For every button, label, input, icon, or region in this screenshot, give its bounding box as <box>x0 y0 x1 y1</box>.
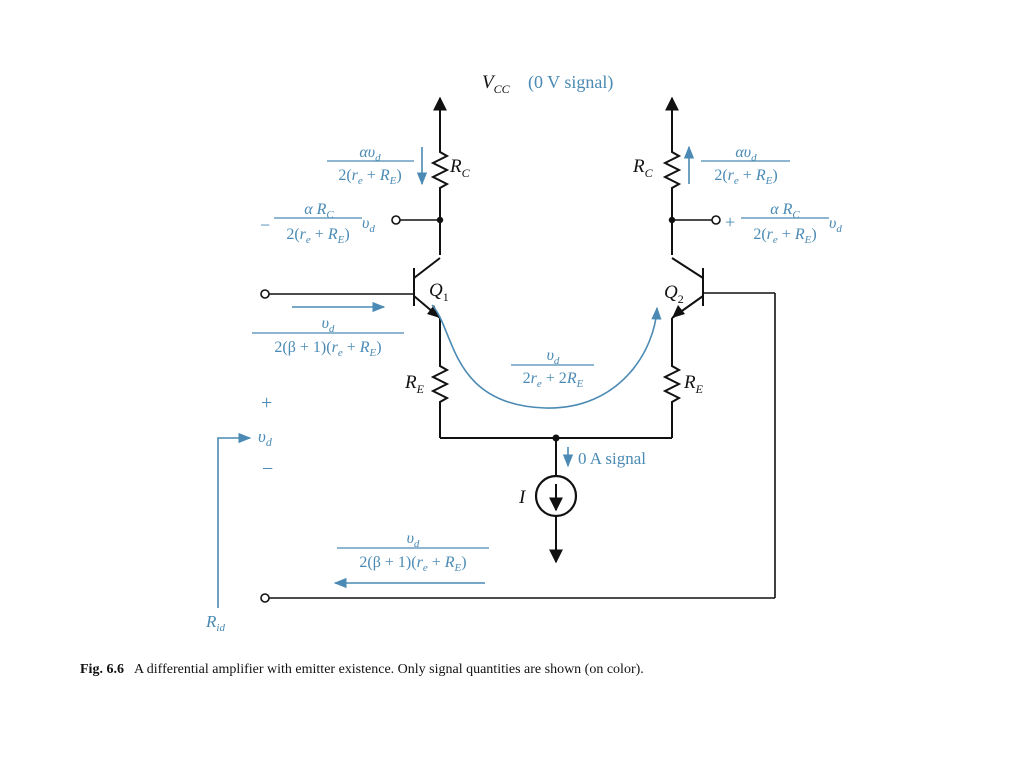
svg-text:α RC: α RC <box>304 201 334 221</box>
re-right-resistor <box>662 364 682 404</box>
input-terminal-bottom <box>260 593 270 603</box>
caption-text: A differential amplifier with emitter ex… <box>133 662 644 677</box>
svg-text:2re + 2RE: 2re + 2RE <box>523 370 584 390</box>
current-source-signal: 0 A signal <box>562 447 646 468</box>
output-voltage-right: + α RC 2(re + RE) υd <box>725 201 842 246</box>
base-current-bottom: υd 2(β + 1)(re + RE) <box>333 530 489 589</box>
svg-text:2(β + 1)(re + RE): 2(β + 1)(re + RE) <box>274 339 381 359</box>
re-left-label: RE <box>404 372 425 396</box>
svg-text:α RC: α RC <box>770 201 800 221</box>
collector-current-left: αυd 2(re + RE) <box>327 144 428 187</box>
q2-transistor <box>671 257 704 319</box>
figure-label: Fig. 6.6 <box>80 662 124 677</box>
svg-text:υd: υd <box>362 215 375 235</box>
q1-transistor <box>413 257 441 319</box>
rc-right-resistor <box>662 150 682 190</box>
svg-text:υd: υd <box>547 347 560 367</box>
rc-right-label: RC <box>632 156 654 180</box>
output-voltage-left: − α RC 2(re + RE) υd <box>260 201 375 246</box>
emitter-current: υd 2re + 2RE <box>431 304 662 409</box>
rc-left-resistor <box>430 150 450 190</box>
base-current-top: υd 2(β + 1)(re + RE) <box>252 301 404 359</box>
vcc-signal-note: (0 V signal) <box>528 72 613 93</box>
svg-text:2(β + 1)(re + RE): 2(β + 1)(re + RE) <box>359 554 466 574</box>
svg-text:−: − <box>262 458 273 480</box>
svg-text:2(re + RE): 2(re + RE) <box>753 226 816 246</box>
re-right-label: RE <box>683 372 704 396</box>
svg-text:+: + <box>725 212 735 232</box>
svg-text:0 A signal: 0 A signal <box>578 449 646 468</box>
re-left-resistor <box>430 364 450 404</box>
circuit-wiring <box>260 96 776 603</box>
svg-text:Rid: Rid <box>205 612 225 634</box>
svg-text:αυd: αυd <box>359 144 381 164</box>
rc-left-label: RC <box>449 156 471 180</box>
svg-text:υd: υd <box>322 315 335 335</box>
current-source-label: I <box>518 487 527 508</box>
figure-caption: Fig. 6.6 A differential amplifier with em… <box>80 662 644 678</box>
input-resistance: Rid <box>205 432 252 634</box>
q2-label: Q2 <box>664 282 684 306</box>
svg-text:2(re + RE): 2(re + RE) <box>714 167 777 187</box>
q1-label: Q1 <box>429 280 449 304</box>
svg-text:+: + <box>261 392 272 414</box>
output-right-terminal <box>711 215 721 225</box>
svg-text:2(re + RE): 2(re + RE) <box>286 226 349 246</box>
collector-current-right: αυd 2(re + RE) <box>683 144 790 187</box>
input-terminal-top <box>260 289 270 299</box>
svg-text:υd: υd <box>829 215 842 235</box>
vcc-label: VCC <box>482 72 511 96</box>
svg-text:2(re + RE): 2(re + RE) <box>338 167 401 187</box>
svg-text:−: − <box>260 215 270 235</box>
svg-text:υd: υd <box>258 427 273 449</box>
svg-text:αυd: αυd <box>735 144 757 164</box>
svg-text:υd: υd <box>407 530 420 550</box>
output-left-terminal <box>391 215 401 225</box>
input-voltage: + υd − <box>258 392 273 480</box>
signal-annotations: (0 V signal) αυd 2(re + RE) αυd 2(re + R… <box>205 72 842 634</box>
